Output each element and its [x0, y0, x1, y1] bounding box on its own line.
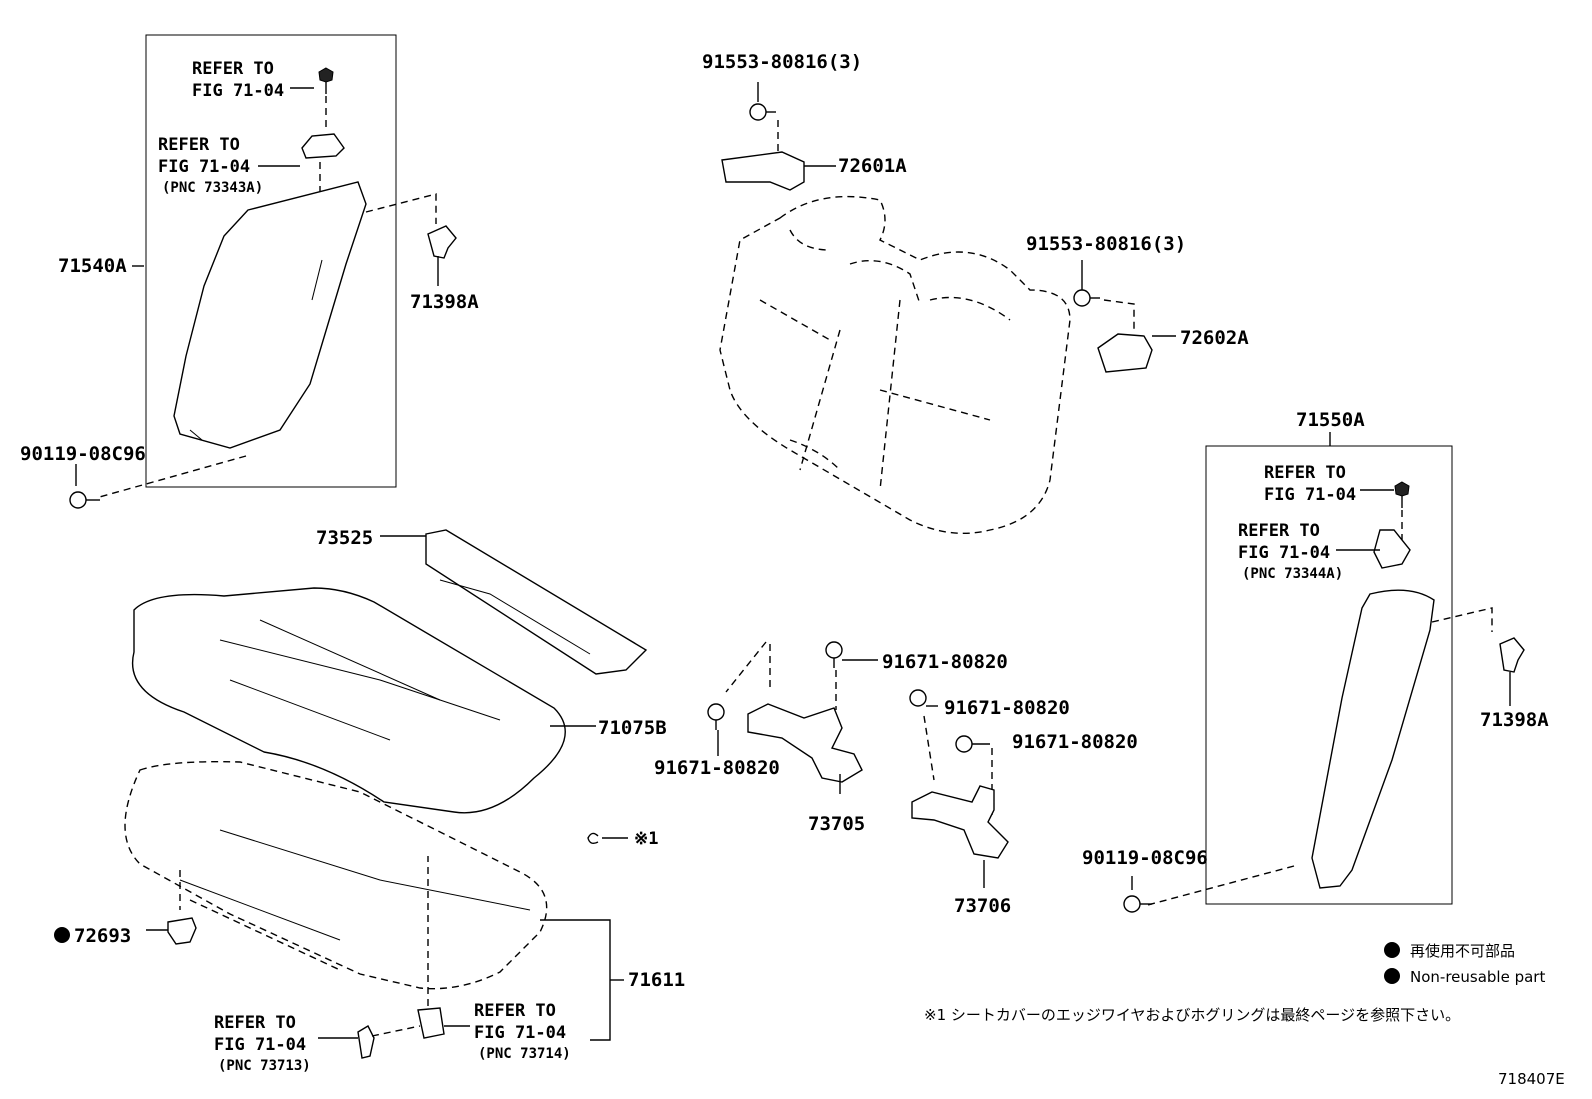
bolt-91553-top-icon: [749, 103, 776, 121]
ref-label-left-top-2: FIG 71-04: [192, 81, 284, 101]
bracket-72602a-shape: [1097, 333, 1153, 373]
ref-label-left-mid-1: REFER TO: [158, 135, 240, 155]
part-label-71611: 71611: [628, 969, 685, 991]
cushion-pad-71611-shape: [124, 760, 548, 990]
bolt-91671-d-icon: [955, 735, 990, 753]
side-panel-71550a-shape: [1311, 589, 1435, 889]
part-label-91553-right: 91553-80816(3): [1026, 233, 1186, 255]
ref-label-right-top-1: REFER TO: [1264, 463, 1346, 483]
bracket-73705-shape: [747, 703, 863, 783]
side-panel-left-group: [69, 34, 457, 509]
bracket-73705-group: [707, 641, 878, 794]
ref-label-bottom-left-1: REFER TO: [214, 1013, 296, 1033]
clip-72693-icon: [167, 917, 197, 945]
bolt-91671-b-icon: [707, 703, 725, 730]
bolt-91671-c-icon: [909, 689, 938, 707]
part-label-91553-top: 91553-80816(3): [702, 51, 862, 73]
clip-screw-right-icon: [1394, 481, 1410, 508]
part-label-91671-b: 91671-80820: [654, 757, 780, 779]
clip-73343a-icon: [301, 133, 345, 159]
part-label-91671-a: 91671-80820: [882, 651, 1008, 673]
ref-label-left-top-1: REFER TO: [192, 59, 274, 79]
panel-73525-shape: [425, 529, 648, 675]
cushion-cover-71075b-shape: [132, 587, 566, 814]
ref-label-right-top-2: FIG 71-04: [1264, 485, 1356, 505]
pnc-73343a-label: (PNC 73343A): [162, 180, 263, 196]
part-label-72693: 72693: [74, 925, 131, 947]
hook-73713-icon: [357, 1025, 375, 1059]
part-label-90119-right: 90119-08C96: [1082, 847, 1208, 869]
non-reusable-marker: [54, 927, 70, 943]
part-label-90119-left: 90119-08C96: [20, 443, 146, 465]
screw-90119-right-icon: [1123, 895, 1152, 913]
ref-label-bottom-right-1: REFER TO: [474, 1001, 556, 1021]
ref-label-left-mid-2: FIG 71-04: [158, 157, 250, 177]
bolt-91553-right-icon: [1073, 289, 1100, 307]
bracket-73706-group: [909, 689, 1009, 888]
hog-ring-icon: [587, 832, 599, 845]
pnc-73713-label: (PNC 73713): [218, 1058, 311, 1074]
ref-label-right-mid-2: FIG 71-04: [1238, 543, 1330, 563]
clip-71398a-right-icon: [1499, 637, 1525, 673]
pnc-73344a-label: (PNC 73344A): [1242, 566, 1343, 582]
legend-dot-2: [1384, 968, 1400, 984]
part-label-73706: 73706: [954, 895, 1011, 917]
part-label-91671-c: 91671-80820: [944, 697, 1070, 719]
screw-90119-left-icon: [69, 491, 100, 509]
bolt-91671-a-icon: [825, 641, 843, 668]
hook-73714-icon: [417, 1007, 445, 1039]
clip-71398a-left-icon: [427, 225, 457, 259]
bracket-72601a-shape: [721, 151, 805, 191]
labels: REFER TO FIG 71-04 REFER TO FIG 71-04 (P…: [20, 51, 1565, 1088]
part-label-71398a-left: 71398A: [410, 291, 479, 313]
figure-id: 718407E: [1498, 1070, 1565, 1088]
seat-back-outline: [719, 195, 1071, 534]
legend-dot-1: [1384, 942, 1400, 958]
part-label-71550a: 71550A: [1296, 409, 1365, 431]
ref-label-right-mid-1: REFER TO: [1238, 521, 1320, 541]
ref-label-bottom-left-2: FIG 71-04: [214, 1035, 306, 1055]
footnote-text: ※1 シートカバーのエッジワイヤおよびホグリングは最終ページを参照下さい。: [924, 1006, 1460, 1024]
legend-non-reusable-jp: 再使用不可部品: [1410, 942, 1515, 960]
seat-back-group: [719, 195, 1071, 534]
part-label-91671-d: 91671-80820: [1012, 731, 1138, 753]
part-label-73705: 73705: [808, 813, 865, 835]
bracket-73706-shape: [911, 785, 1009, 859]
note-ref-1-label: ※1: [634, 829, 658, 849]
side-panel-right-group: [1123, 432, 1525, 913]
part-label-73525: 73525: [316, 527, 373, 549]
right-panel-box: [1205, 445, 1453, 905]
bracket-72601a-group: [721, 82, 836, 191]
ref-label-bottom-right-2: FIG 71-04: [474, 1023, 566, 1043]
part-label-72602a: 72602A: [1180, 327, 1249, 349]
left-panel-box: [145, 34, 397, 488]
part-label-72601a: 72601A: [838, 155, 907, 177]
seat-cushion-group: [54, 529, 648, 1059]
part-label-71540a: 71540A: [58, 255, 127, 277]
part-label-71075b: 71075B: [598, 717, 667, 739]
clip-screw-icon: [318, 67, 334, 94]
part-label-71398a-right: 71398A: [1480, 709, 1549, 731]
pnc-73714-label: (PNC 73714): [478, 1046, 571, 1062]
clip-73344a-icon: [1373, 529, 1411, 569]
bracket-72602a-group: [1073, 260, 1176, 373]
side-panel-71540a-shape: [173, 181, 367, 449]
legend-non-reusable-en: Non-reusable part: [1410, 968, 1545, 986]
